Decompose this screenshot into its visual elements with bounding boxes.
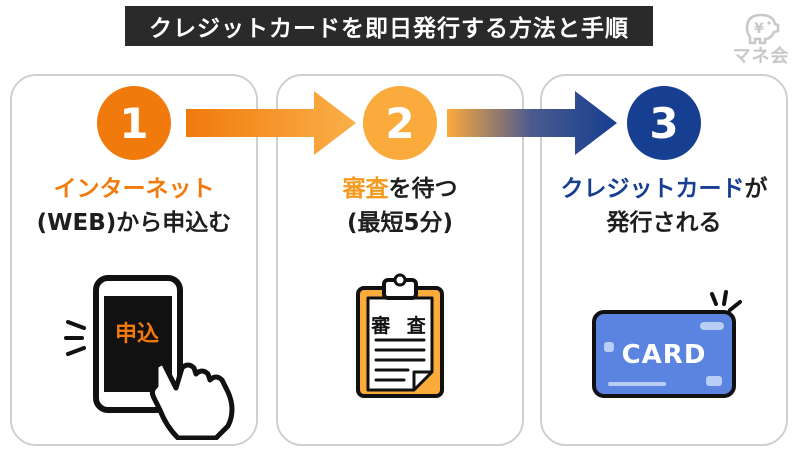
- yen-symbol: ¥: [754, 21, 764, 37]
- step-line-1-rest: が: [744, 176, 768, 202]
- page-title: クレジットカードを即日発行する方法と手順: [125, 6, 653, 46]
- piggy-bank-icon: ¥: [745, 13, 780, 45]
- step-line-2: (最短5分): [346, 210, 454, 236]
- step-number-1: 1: [97, 86, 171, 160]
- step-label-2: 審査を待つ (最短5分): [276, 172, 524, 240]
- brand-logo: ¥ マネ会: [728, 6, 794, 67]
- step-number-3: 3: [627, 86, 701, 160]
- step-line-1-rest: を待つ: [388, 176, 458, 202]
- card-text: CARD: [621, 340, 707, 370]
- step-number-2: 2: [363, 86, 437, 160]
- clipboard-document-icon: [356, 273, 444, 398]
- step-label-1: インターネット (WEB)から申込む: [10, 172, 258, 240]
- logo-text: マネ会: [732, 46, 790, 67]
- arrow-right-icon: [186, 91, 356, 155]
- arrow-right-icon: [447, 91, 617, 155]
- credit-card-icon: [592, 290, 742, 398]
- step-label-3: クレジットカードが 発行される: [540, 172, 788, 240]
- step-highlight: クレジットカード: [560, 176, 745, 202]
- step-highlight: インターネット: [53, 176, 215, 202]
- step-highlight: 審査: [342, 176, 389, 202]
- smartphone-tap-icon: [64, 275, 235, 440]
- phone-screen-text: 申込: [114, 322, 159, 347]
- step-line-2: 発行される: [606, 210, 722, 236]
- clipboard-text: 審 査: [371, 315, 431, 337]
- step-line-2: (WEB)から申込む: [36, 210, 232, 236]
